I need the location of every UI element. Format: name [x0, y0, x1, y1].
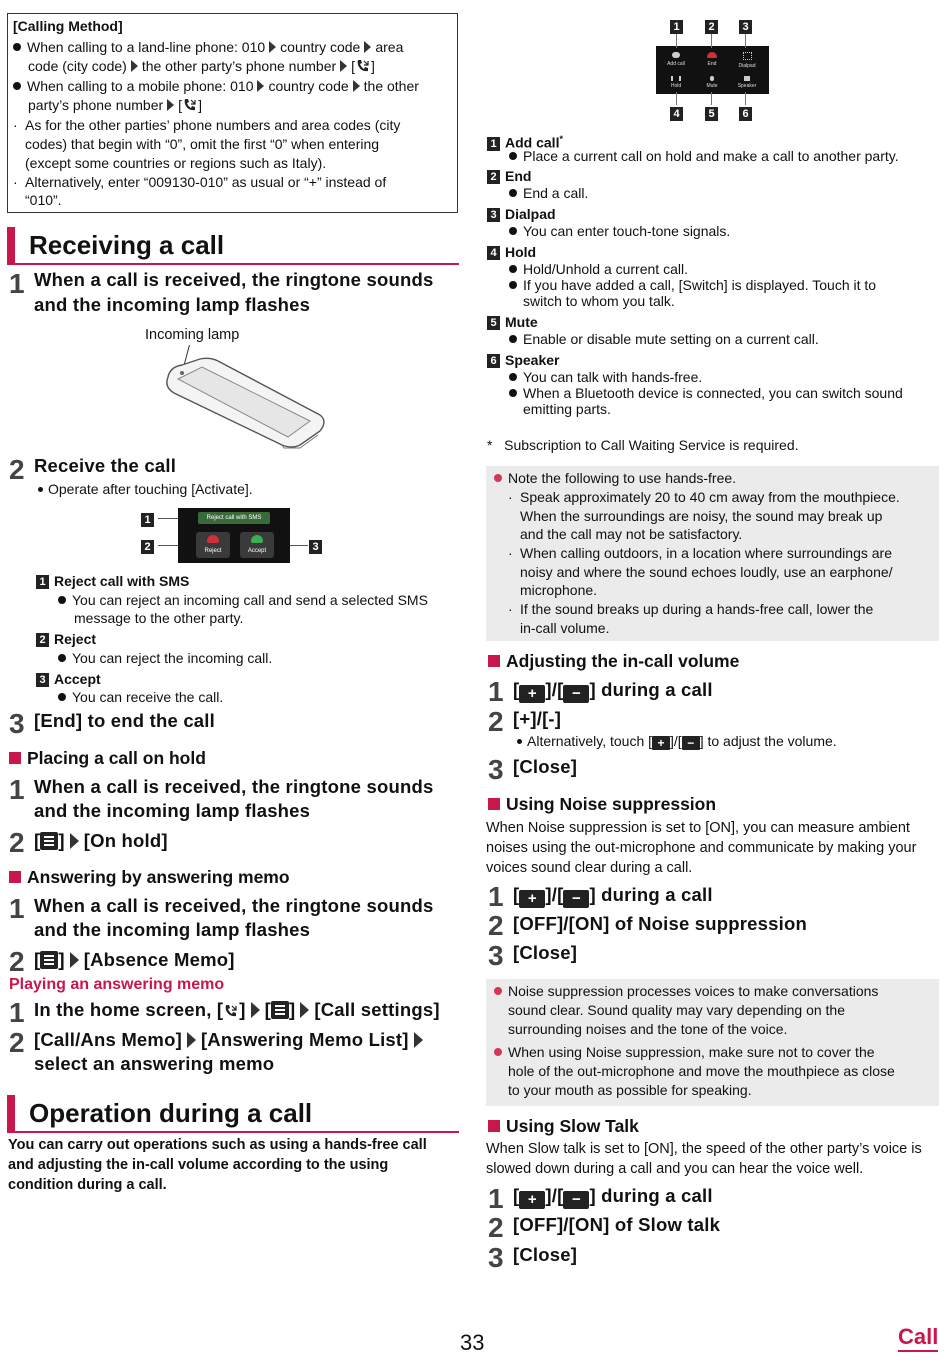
- calling-method-title: [Calling Method]: [13, 18, 123, 34]
- volume-up-key: +: [519, 890, 546, 908]
- heading-noise-suppression: Using Noise suppression: [488, 793, 716, 815]
- phone-icon: [184, 99, 196, 111]
- menu-icon: [271, 1001, 289, 1019]
- reject-phone-icon: [207, 535, 219, 543]
- pause-icon: [671, 76, 681, 81]
- add-call-icon: [672, 52, 680, 58]
- calling-method-box: [Calling Method] When calling to a land-…: [7, 13, 458, 213]
- play-step2: [Call/Ans Memo][Answering Memo List]: [34, 1027, 428, 1052]
- play-step1: In the home screen, [][][Call settings]: [34, 999, 440, 1020]
- heading-answering-memo: Answering by answering memo: [9, 866, 290, 888]
- volume-up-key: +: [519, 1191, 546, 1209]
- add-call-button[interactable]: Add call: [664, 52, 688, 67]
- microphone-icon: [710, 76, 714, 81]
- accept-button[interactable]: Accept: [240, 532, 274, 558]
- note2-l1: Alternatively, enter “009130-010” as usu…: [25, 174, 387, 190]
- hold-step2: [][On hold]: [34, 830, 168, 851]
- noise-step1: [+]/[−] during a call: [513, 884, 713, 908]
- hold-button[interactable]: Hold: [664, 76, 688, 89]
- note2-l2: “010”.: [25, 192, 62, 208]
- handsfree-note: Note the following to use hands-free. · …: [486, 466, 939, 641]
- end-button[interactable]: End: [700, 52, 724, 67]
- receiving-step2-note: Operate after touching [Activate].: [38, 480, 253, 499]
- reject-with-sms-button[interactable]: Reject call with SMS: [198, 512, 270, 524]
- speaker-button[interactable]: Speaker: [735, 76, 759, 89]
- incoming-lamp-label: Incoming lamp: [145, 327, 240, 343]
- volume-down-key: −: [563, 1191, 590, 1209]
- heading-slow-talk: Using Slow Talk: [488, 1115, 639, 1137]
- menu-icon: [40, 832, 59, 850]
- note1-l1: As for the other parties’ phone numbers …: [25, 117, 401, 133]
- heading-playing-memo: Playing an answering memo: [9, 976, 225, 993]
- receiving-step1-l2: and the incoming lamp flashes: [34, 294, 311, 315]
- phone-illustration: [166, 345, 325, 449]
- heading-placing-call-on-hold: Placing a call on hold: [9, 747, 206, 769]
- end-call-icon: [707, 52, 717, 58]
- receiving-step3: [End] to end the call: [34, 710, 215, 731]
- menu-icon: [40, 951, 59, 969]
- volume-up-key: +: [519, 685, 546, 703]
- volume-step2-note: Alternatively, touch [+]/[−] to adjust t…: [517, 732, 837, 751]
- landline-line-2: code (city code)the other party’s phone …: [28, 58, 375, 74]
- noise-note: Noise suppression processes voices to ma…: [486, 979, 939, 1106]
- volume-step1: [+]/[−] during a call: [513, 679, 713, 703]
- volume-down-key: −: [563, 685, 590, 703]
- slow-step1: [+]/[−] during a call: [513, 1185, 713, 1209]
- volume-down-key: −: [563, 890, 590, 908]
- phone-icon: [225, 1005, 237, 1017]
- heading-receiving-a-call: Receiving a call: [7, 227, 459, 265]
- heading-adjust-volume: Adjusting the in-call volume: [488, 650, 739, 672]
- minus-icon: −: [681, 736, 700, 750]
- mute-button[interactable]: Mute: [700, 76, 724, 89]
- receiving-step1-l1: When a call is received, the ringtone so…: [34, 269, 434, 290]
- heading-operation-during-call: Operation during a call: [7, 1095, 459, 1133]
- dialpad-button[interactable]: Dialpad: [735, 52, 759, 69]
- incoming-call-screen: Reject call with SMS Reject Accept: [178, 508, 290, 563]
- mobile-line-2: party’s phone number[]: [28, 97, 202, 113]
- reject-button[interactable]: Reject: [196, 532, 230, 558]
- page-number: 33: [460, 1330, 485, 1355]
- memo-step2: [][Absence Memo]: [34, 949, 235, 970]
- dialpad-icon: [742, 52, 752, 60]
- accept-phone-icon: [251, 535, 263, 543]
- step-number: 1: [9, 268, 25, 299]
- plus-icon: +: [652, 736, 671, 750]
- footnote: * Subscription to Call Waiting Service i…: [487, 437, 799, 453]
- in-call-screen: Add call End Dialpad Hold Mute Speaker: [656, 46, 769, 94]
- speaker-icon: [744, 76, 750, 81]
- phone-icon: [357, 60, 369, 72]
- note1-l3: (except some countries or regions such a…: [25, 155, 327, 171]
- section-tab-call[interactable]: Call: [898, 1324, 939, 1352]
- note1-l2: codes) that begin with “0”, omit the fir…: [25, 136, 380, 152]
- receiving-step2: Receive the call: [34, 455, 177, 476]
